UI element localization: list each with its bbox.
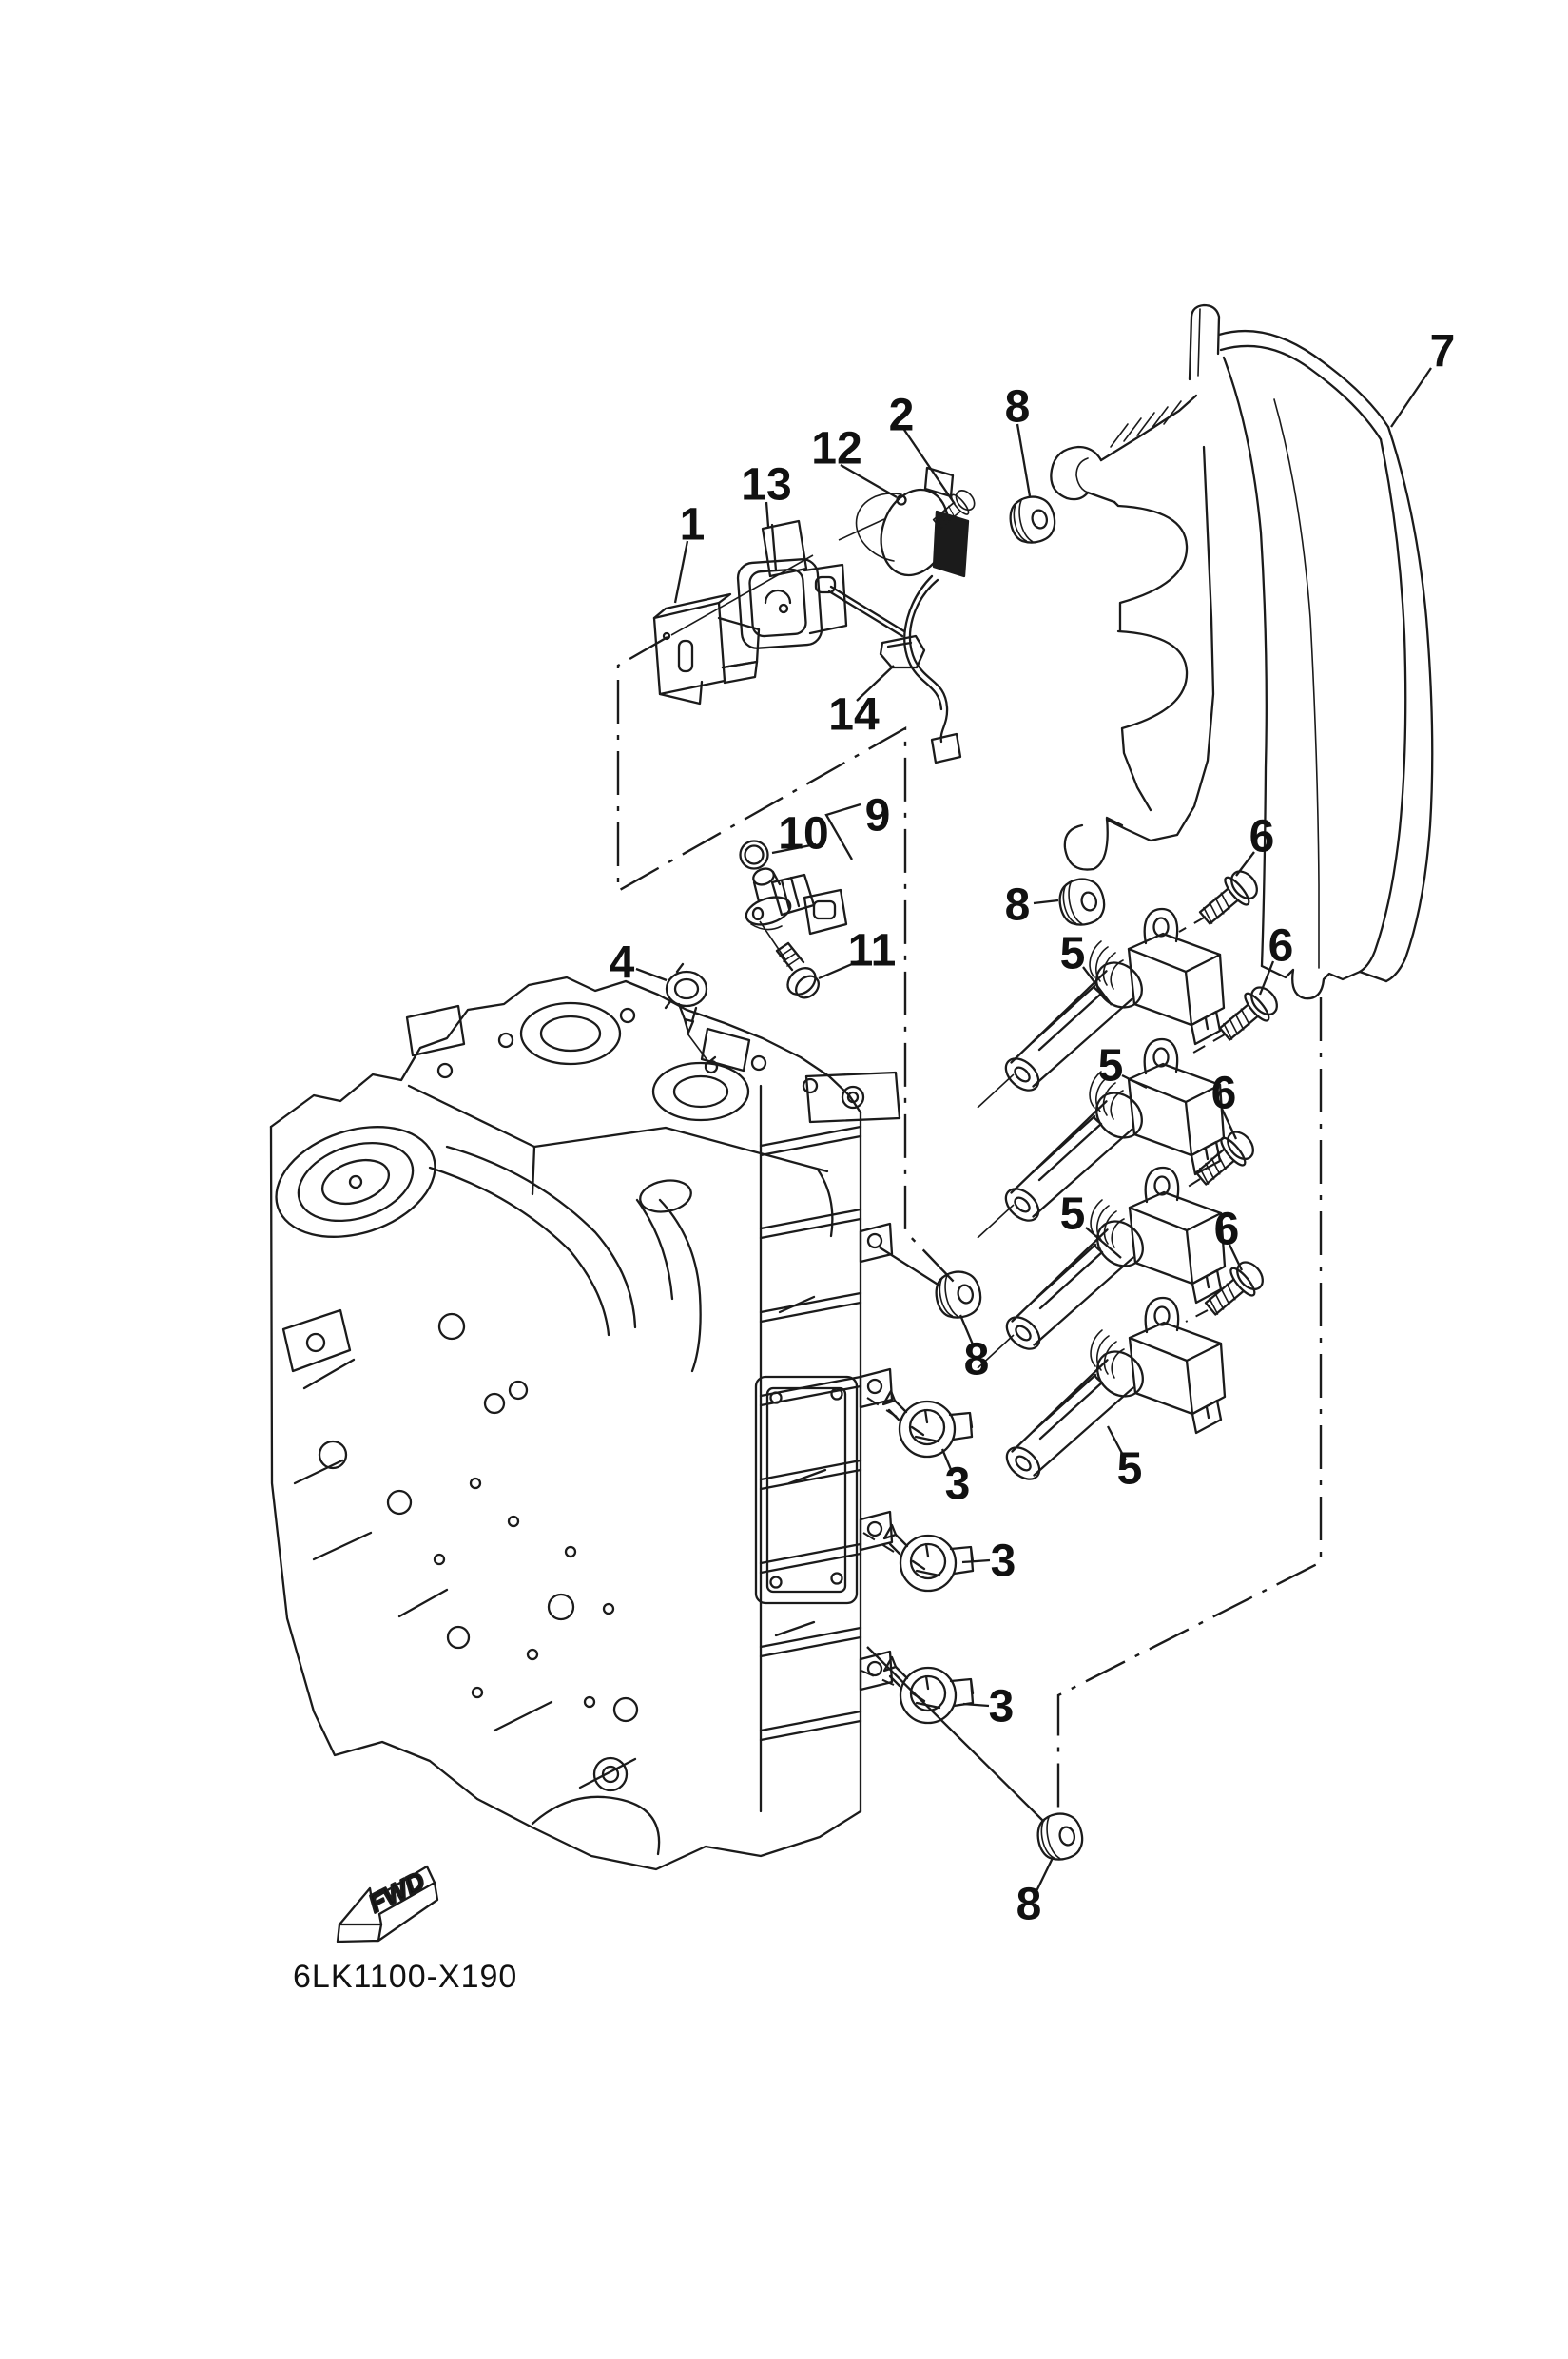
ignition-coil-part5: [999, 1166, 1227, 1357]
callout-part5: 5: [1098, 1041, 1124, 1092]
fwd-label: FWD: [364, 1866, 429, 1919]
leader-line-part6: [1258, 960, 1275, 996]
callout-part8: 8: [1005, 382, 1031, 433]
callout-part5: 5: [1060, 1189, 1086, 1240]
screw-part6: [1189, 1124, 1261, 1193]
screw-part6: [1212, 979, 1285, 1049]
callout-part9: 9: [865, 791, 891, 841]
repeated-parts-layer: [881, 491, 1285, 1866]
callout-part3: 3: [989, 1682, 1015, 1732]
assembly-axis-lines: [670, 518, 1226, 1823]
callout-part6: 6: [1214, 1205, 1240, 1255]
bracket-part1: [652, 592, 761, 706]
callout-part3: 3: [991, 1537, 1016, 1587]
callout-part2: 2: [889, 391, 915, 441]
callout-part8: 8: [1005, 880, 1031, 931]
clip-part4: [664, 962, 708, 1034]
clamp-part3: [882, 1655, 975, 1725]
leader-line-part9: [824, 802, 861, 860]
callout-part8: 8: [1016, 1880, 1042, 1930]
leader-line-part1: [673, 540, 689, 604]
leader-line-part5: [1106, 1425, 1128, 1461]
callout-part8: 8: [964, 1335, 990, 1385]
leader-line-part6: [1228, 1244, 1244, 1271]
leader-line-part6: [1220, 1108, 1238, 1140]
leader-line-part8: [958, 1314, 975, 1345]
leader-line-part7: [1390, 367, 1432, 428]
callout-part6: 6: [1268, 921, 1294, 972]
leader-line-part5: [1121, 1073, 1148, 1090]
screw-part6: [1198, 1254, 1270, 1324]
callout-part6: 6: [1249, 812, 1275, 862]
leader-line-part13: [765, 501, 770, 528]
leader-line-part10: [771, 842, 817, 855]
sensor-part13: [736, 519, 848, 649]
fwd-arrow: FWD: [336, 1866, 439, 1943]
grommet-part8: [1054, 873, 1110, 931]
drawing-code: 6LK1100-X190: [293, 1959, 517, 1995]
leader-line-part8: [1033, 899, 1059, 905]
leader-line-part3: [962, 1702, 990, 1708]
clamp-part3: [882, 1523, 975, 1593]
grommet-part8: [1004, 491, 1060, 549]
leader-line-part5: [1082, 966, 1113, 1006]
leader-line-part6: [1235, 851, 1255, 877]
callout-part7: 7: [1430, 327, 1456, 377]
leader-line-part4: [635, 967, 668, 982]
callout-part5: 5: [1117, 1444, 1143, 1495]
grommet-part8: [1032, 1808, 1088, 1866]
callout-part10: 10: [778, 809, 828, 860]
callout-part13: 13: [741, 460, 791, 511]
screw-part6: [1192, 863, 1265, 933]
callout-part5: 5: [1060, 929, 1086, 979]
oring-part10: [739, 840, 769, 870]
leader-lines-layer: [635, 367, 1432, 1892]
bolt-part11: [775, 941, 821, 999]
leader-line-part12: [840, 464, 898, 498]
leader-line-part3: [940, 1448, 954, 1473]
leader-line-part2: [903, 429, 956, 505]
callout-part12: 12: [811, 424, 861, 474]
grommet-part8: [930, 1266, 986, 1324]
pin-part14: [827, 585, 926, 669]
callout-part11: 11: [848, 926, 897, 976]
cover-backing-plate: [1050, 394, 1215, 871]
callout-part4: 4: [610, 938, 635, 989]
leader-line-part11: [818, 959, 860, 980]
zone-boundaries: [616, 635, 1323, 1816]
engine-block: [269, 976, 901, 1871]
callout-part6: 6: [1211, 1069, 1237, 1119]
clamp-part3: [881, 1389, 974, 1459]
callout-part14: 14: [828, 690, 880, 741]
callout-part1: 1: [680, 500, 706, 551]
sensor-part9: [745, 867, 848, 936]
leader-line-part8: [1035, 1857, 1055, 1892]
callout-part3: 3: [945, 1460, 971, 1510]
leader-line-part3: [961, 1558, 991, 1564]
leader-line-part5: [1085, 1227, 1122, 1259]
cover-panel: [1188, 303, 1434, 1000]
leader-line-part8: [1016, 423, 1032, 497]
leader-line-part14: [856, 665, 895, 702]
